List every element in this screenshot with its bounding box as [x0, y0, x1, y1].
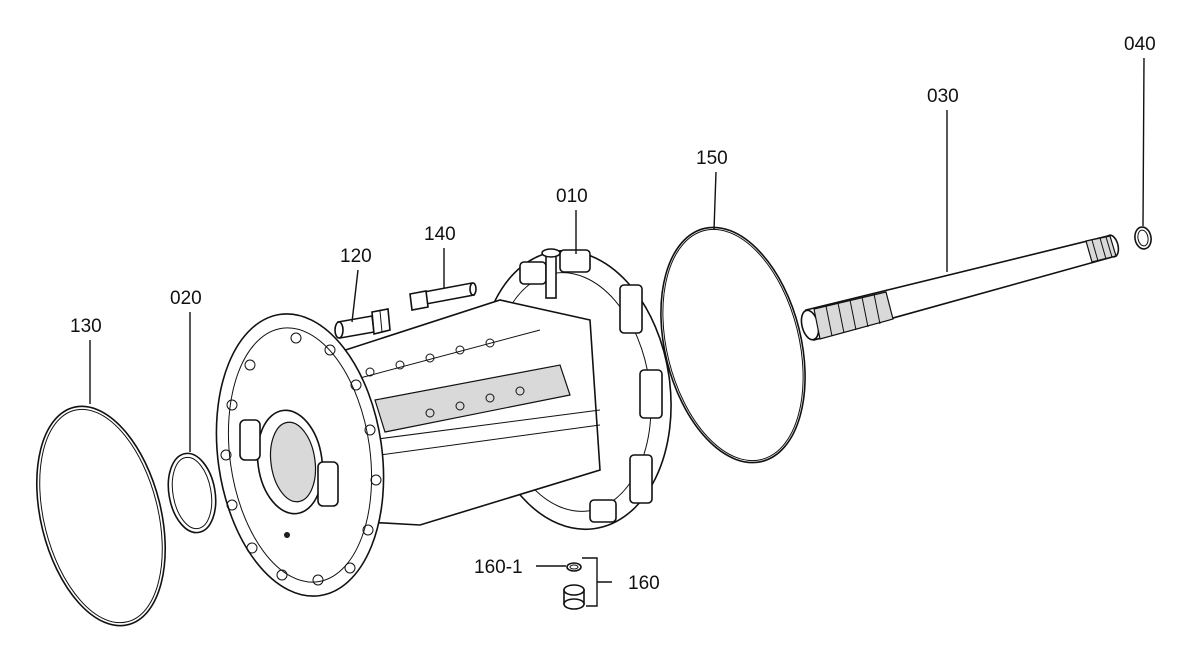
front-flange-bolt-holes [220, 332, 382, 586]
callout-160-1[interactable]: 160-1 [474, 557, 523, 578]
callout-010[interactable]: 010 [556, 186, 588, 207]
part-030-axle-shaft[interactable] [799, 234, 1121, 342]
part-150-gasket-disc[interactable] [638, 212, 828, 478]
top-plate-holes [365, 338, 525, 418]
part-130-large-o-ring[interactable] [16, 393, 187, 639]
callout-120[interactable]: 120 [340, 246, 372, 267]
callout-030[interactable]: 030 [927, 86, 959, 107]
spline-outer [1085, 235, 1117, 263]
part-040-retaining-ring[interactable] [1133, 226, 1153, 250]
part-010-housing[interactable] [199, 238, 689, 607]
callout-040[interactable]: 040 [1124, 34, 1156, 55]
part-160-plug[interactable] [563, 584, 585, 610]
bracket-160 [582, 557, 612, 607]
callout-140[interactable]: 140 [424, 224, 456, 245]
leader-line-120 [351, 269, 359, 323]
part-120-bolt[interactable] [334, 308, 391, 339]
callout-160[interactable]: 160 [628, 573, 660, 594]
part-020-small-o-ring[interactable] [162, 450, 221, 537]
part-160-1-seal-ring[interactable] [566, 562, 582, 572]
rear-flange-lugs [519, 249, 663, 523]
callout-130[interactable]: 130 [70, 316, 102, 337]
spline-inner [813, 291, 894, 340]
part-140-bolt[interactable] [409, 282, 477, 311]
callout-150[interactable]: 150 [696, 148, 728, 169]
leader-line-150 [713, 171, 717, 231]
leader-line-040 [1142, 57, 1145, 227]
callout-020[interactable]: 020 [170, 288, 202, 309]
